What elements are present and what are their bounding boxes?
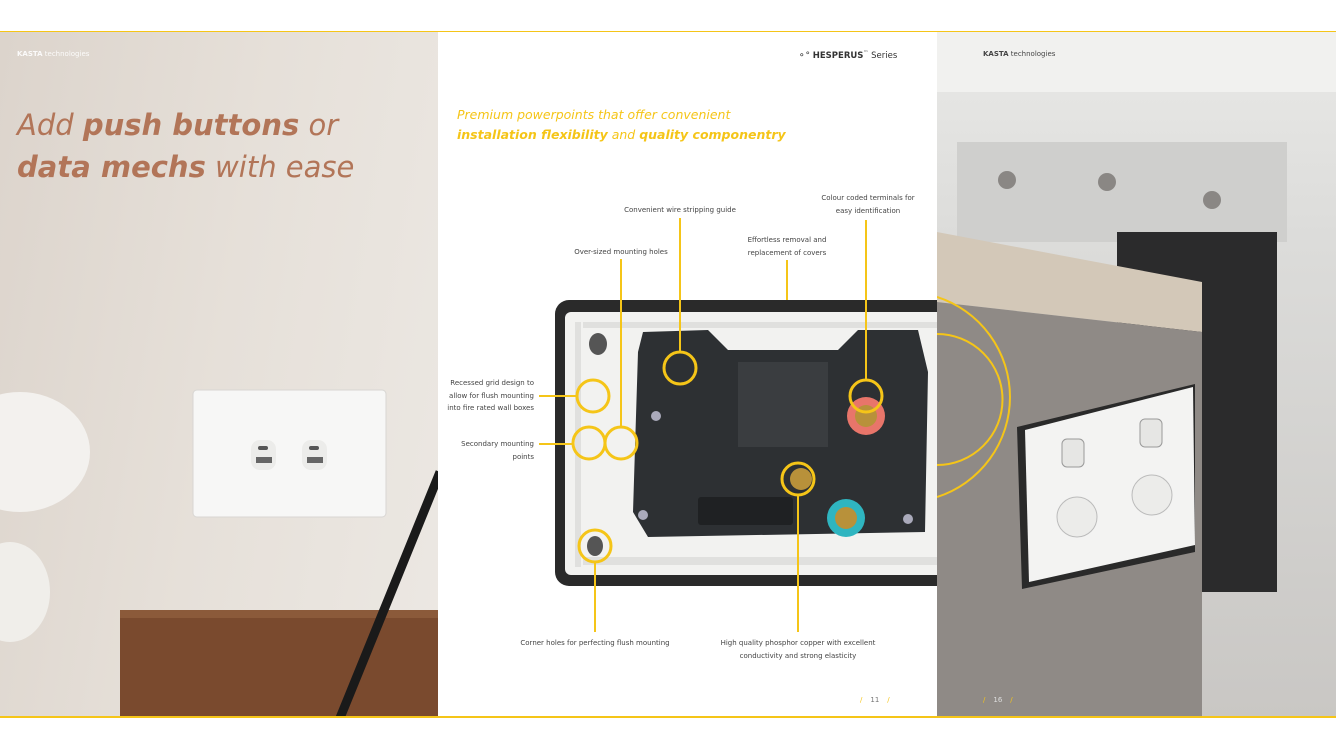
corner-hole (589, 333, 607, 355)
pillow (0, 542, 50, 642)
usb-c-icon (258, 446, 268, 450)
usb-port (251, 440, 276, 470)
corner-hole (587, 536, 603, 556)
socket (1056, 496, 1098, 538)
switch-button (1061, 438, 1085, 468)
callout-oversized-holes: Over-sized mounting holes (574, 248, 668, 256)
logo-dots-icon: ⚬° (798, 50, 811, 61)
bottom-rule (0, 716, 1336, 718)
page-number: /16/ (983, 696, 1013, 704)
highlight-arcs (937, 296, 1011, 498)
socket (1131, 474, 1173, 516)
side-table (120, 610, 438, 718)
usb-switch-photo (0, 389, 438, 718)
brand-label: KASTA technologies (983, 50, 1056, 58)
cable (335, 470, 438, 718)
headline: Add push buttons or data mechs with ease (17, 108, 355, 184)
tagline: Premium powerpoints that offer convenien… (457, 107, 786, 142)
terminal-screw (835, 507, 857, 529)
usb-a-icon (256, 457, 272, 463)
left-page: KASTA technologies Add push buttons or d… (0, 32, 438, 718)
brand-label: KASTA technologies (17, 50, 90, 58)
right-page: KASTA technologies /16/ (937, 32, 1336, 718)
usb-port (302, 440, 327, 470)
usb-a-icon (307, 457, 323, 463)
switch-button (1139, 418, 1163, 448)
usb-c-icon (309, 446, 319, 450)
rating-label (698, 497, 793, 525)
kitchen-photo (937, 32, 1336, 718)
callout-phosphor-copper: High quality phosphor copper with excell… (720, 639, 876, 660)
series-logo: ⚬° HESPERUS™ Series (798, 50, 898, 61)
pillow (0, 392, 90, 512)
page-number: /11/ (860, 696, 890, 704)
neutral-terminal-screw (790, 468, 812, 490)
callout-corner-holes: Corner holes for perfecting flush mounti… (520, 639, 670, 647)
table-edge (120, 610, 438, 618)
benchtop (937, 232, 1202, 332)
callout-lines (539, 218, 867, 632)
switch-cavity (738, 362, 828, 447)
callout-wire-stripping: Convenient wire stripping guide (624, 206, 736, 214)
middle-page: ⚬° HESPERUS™ Series Premium powerpoints … (438, 32, 937, 718)
oven-panel (957, 142, 1287, 242)
callout-circles (571, 350, 884, 564)
wall-plate (192, 389, 387, 518)
powerpoint-diagram (539, 218, 937, 632)
callout-secondary-points: Secondary mounting points (461, 440, 534, 461)
